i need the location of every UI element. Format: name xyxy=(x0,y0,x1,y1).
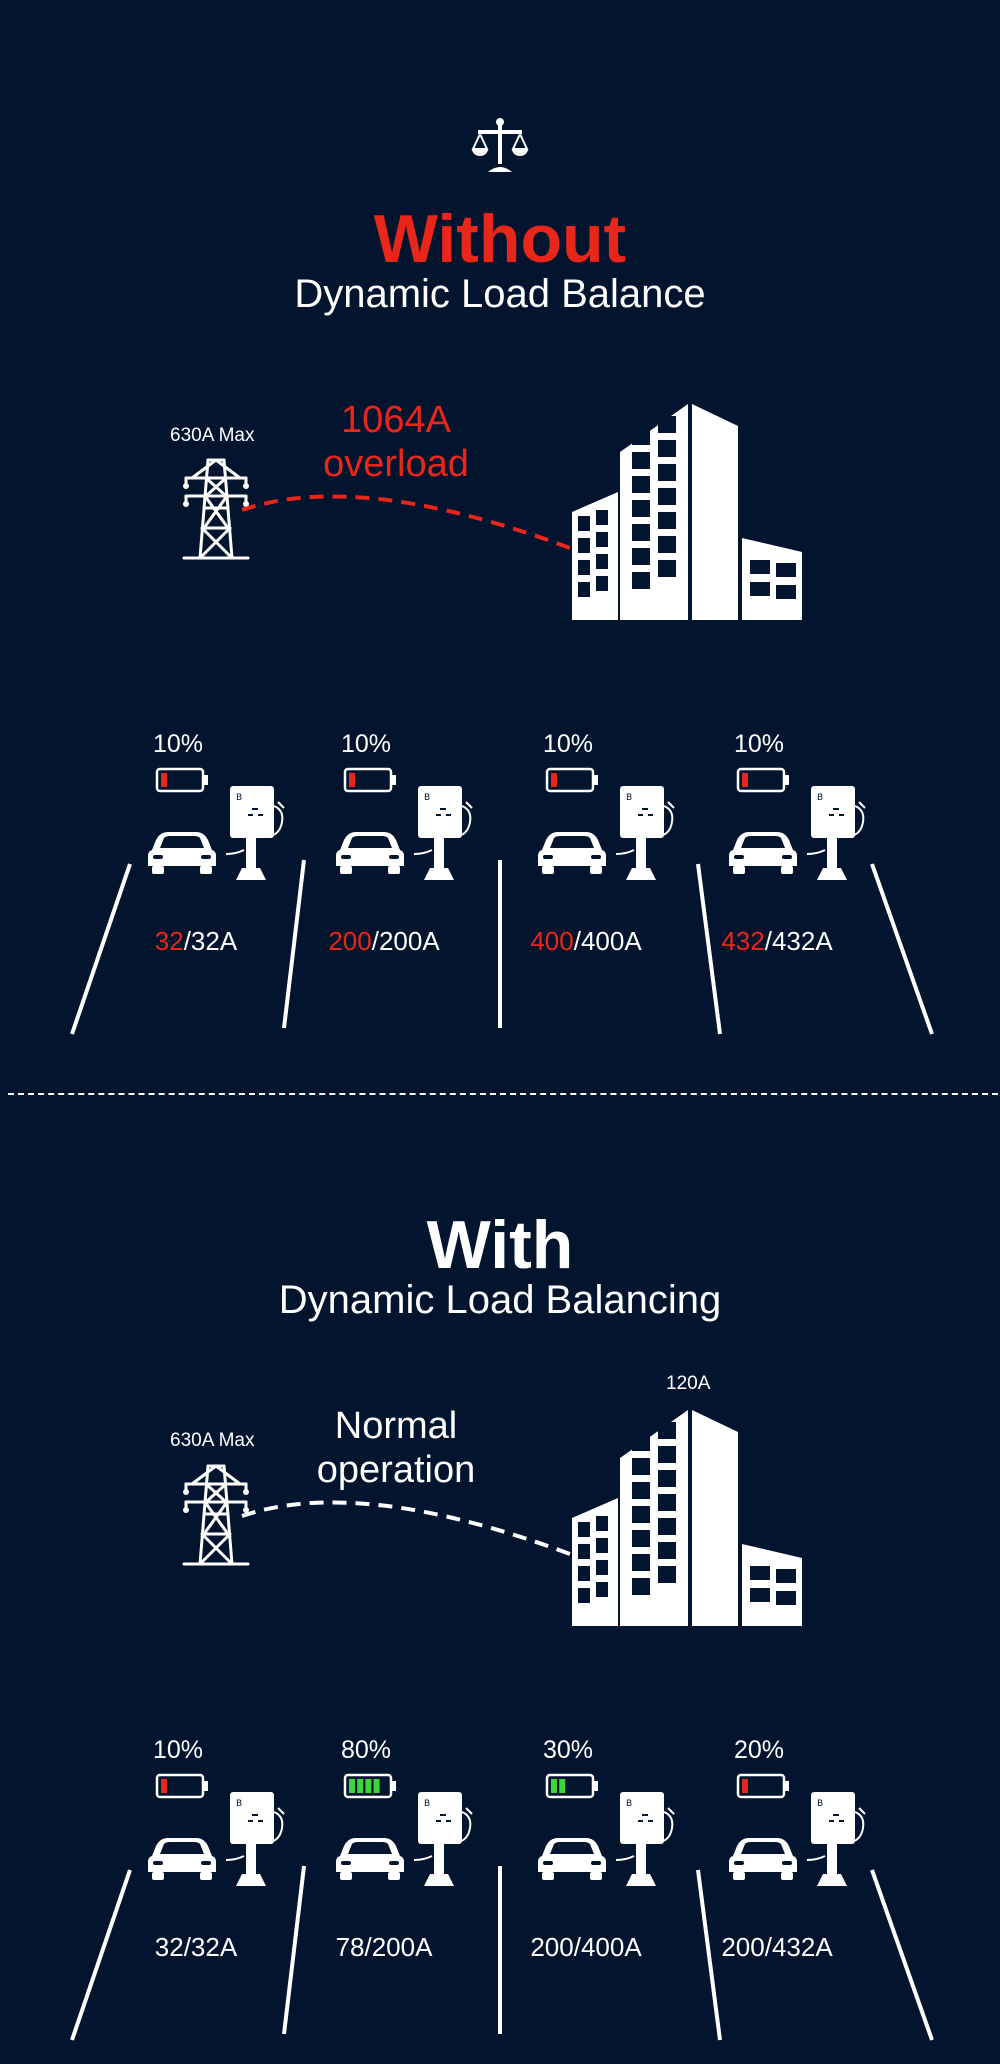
overload-text: overload xyxy=(323,443,469,485)
lane-line xyxy=(870,1869,934,2041)
power-tower-icon xyxy=(182,458,250,560)
power-line-overloaded xyxy=(241,494,571,550)
lane-line xyxy=(696,863,722,1035)
current-usage-label: 200/200A xyxy=(284,926,484,957)
current-used: 200 xyxy=(721,1932,765,1962)
parking-lane-lines xyxy=(70,1865,934,2041)
lane-line xyxy=(282,859,306,1029)
ev-charger-icon: B xyxy=(225,1792,285,1886)
car-icon xyxy=(336,1838,404,1880)
current-used: 32 xyxy=(154,926,184,956)
with-title: With xyxy=(426,1207,574,1283)
current-usage-label: 200/400A xyxy=(486,1932,686,1963)
balance-scale-icon xyxy=(471,118,529,172)
svg-text:B: B xyxy=(236,793,242,803)
ev-charger-icon: B xyxy=(615,786,675,880)
ev-charger-icon: B xyxy=(225,786,285,880)
battery-percent: 10% xyxy=(542,730,594,758)
current-usage-label: 78/200A xyxy=(284,1932,484,1963)
without-subtitle: Dynamic Load Balance xyxy=(294,272,706,316)
current-used: 200 xyxy=(530,1932,574,1962)
battery-percent: 10% xyxy=(152,1736,204,1764)
current-max: /400A xyxy=(573,1932,642,1962)
grid-max-label: 630A Max xyxy=(170,425,255,446)
current-used: 32 xyxy=(154,1932,184,1962)
office-building-icon xyxy=(572,1410,802,1626)
current-usage-label: 432/432A xyxy=(677,926,877,957)
current-max: /200A xyxy=(371,926,440,956)
car-icon xyxy=(729,1838,797,1880)
lane-line xyxy=(282,1865,306,2035)
current-max: /200A xyxy=(364,1932,433,1962)
current-usage-label: 32/32A xyxy=(96,926,296,957)
current-usage-label: 200/432A xyxy=(677,1932,877,1963)
car-icon xyxy=(538,832,606,874)
parking-lane-lines xyxy=(70,859,934,1035)
svg-text:B: B xyxy=(424,793,430,803)
current-max: /32A xyxy=(183,1932,238,1962)
battery-icon xyxy=(545,1773,598,1799)
current-usage-label: 400/400A xyxy=(486,926,686,957)
battery-icon xyxy=(736,767,789,793)
grid-max-label: 630A Max xyxy=(170,1430,255,1451)
ev-charger-icon: B xyxy=(806,1792,866,1886)
battery-percent: 20% xyxy=(733,1736,785,1764)
current-max: /32A xyxy=(183,926,238,956)
lane-line xyxy=(696,1869,722,2041)
power-line-normal xyxy=(241,1500,571,1556)
power-tower-icon xyxy=(182,1464,250,1566)
lane-line xyxy=(870,863,934,1035)
office-building-icon xyxy=(572,404,802,620)
building-load-label: 120A xyxy=(666,1373,711,1394)
normal-text: Normal xyxy=(334,1405,458,1447)
ev-charger-icon: B xyxy=(806,786,866,880)
current-max: /400A xyxy=(573,926,642,956)
without-title: Without xyxy=(373,201,627,277)
ev-charger-icon: B xyxy=(615,1792,675,1886)
current-used: 432 xyxy=(721,926,765,956)
battery-percent: 10% xyxy=(152,730,204,758)
operation-text: operation xyxy=(316,1449,476,1491)
ev-charger-icon: B xyxy=(413,786,473,880)
svg-text:B: B xyxy=(817,793,823,803)
battery-icon xyxy=(343,1773,396,1799)
with-subtitle: Dynamic Load Balancing xyxy=(278,1278,722,1322)
current-max: /432A xyxy=(764,926,833,956)
car-icon xyxy=(538,1838,606,1880)
svg-text:B: B xyxy=(626,793,632,803)
svg-text:B: B xyxy=(817,1799,823,1809)
ev-charger-icon: B xyxy=(413,1792,473,1886)
current-max: /432A xyxy=(764,1932,833,1962)
svg-text:B: B xyxy=(626,1799,632,1809)
current-usage-label: 32/32A xyxy=(96,1932,296,1963)
car-icon xyxy=(729,832,797,874)
overload-status: 1064A overload xyxy=(296,398,496,486)
car-icon xyxy=(148,1838,216,1880)
lane-line xyxy=(70,863,132,1035)
current-used: 78 xyxy=(335,1932,365,1962)
battery-icon xyxy=(343,767,396,793)
car-icon xyxy=(336,832,404,874)
svg-text:B: B xyxy=(236,1799,242,1809)
battery-icon xyxy=(736,1773,789,1799)
svg-text:B: B xyxy=(424,1799,430,1809)
current-used: 400 xyxy=(530,926,574,956)
battery-icon xyxy=(155,1773,208,1799)
lane-line xyxy=(70,1869,132,2041)
normal-status: Normal operation xyxy=(296,1404,496,1492)
section-divider xyxy=(8,1093,998,1095)
battery-percent: 30% xyxy=(542,1736,594,1764)
car-icon xyxy=(148,832,216,874)
battery-icon xyxy=(545,767,598,793)
battery-percent: 10% xyxy=(733,730,785,758)
battery-percent: 80% xyxy=(340,1736,392,1764)
battery-percent: 10% xyxy=(340,730,392,758)
current-used: 200 xyxy=(328,926,372,956)
battery-icon xyxy=(155,767,208,793)
overload-amps: 1064A xyxy=(341,399,451,441)
